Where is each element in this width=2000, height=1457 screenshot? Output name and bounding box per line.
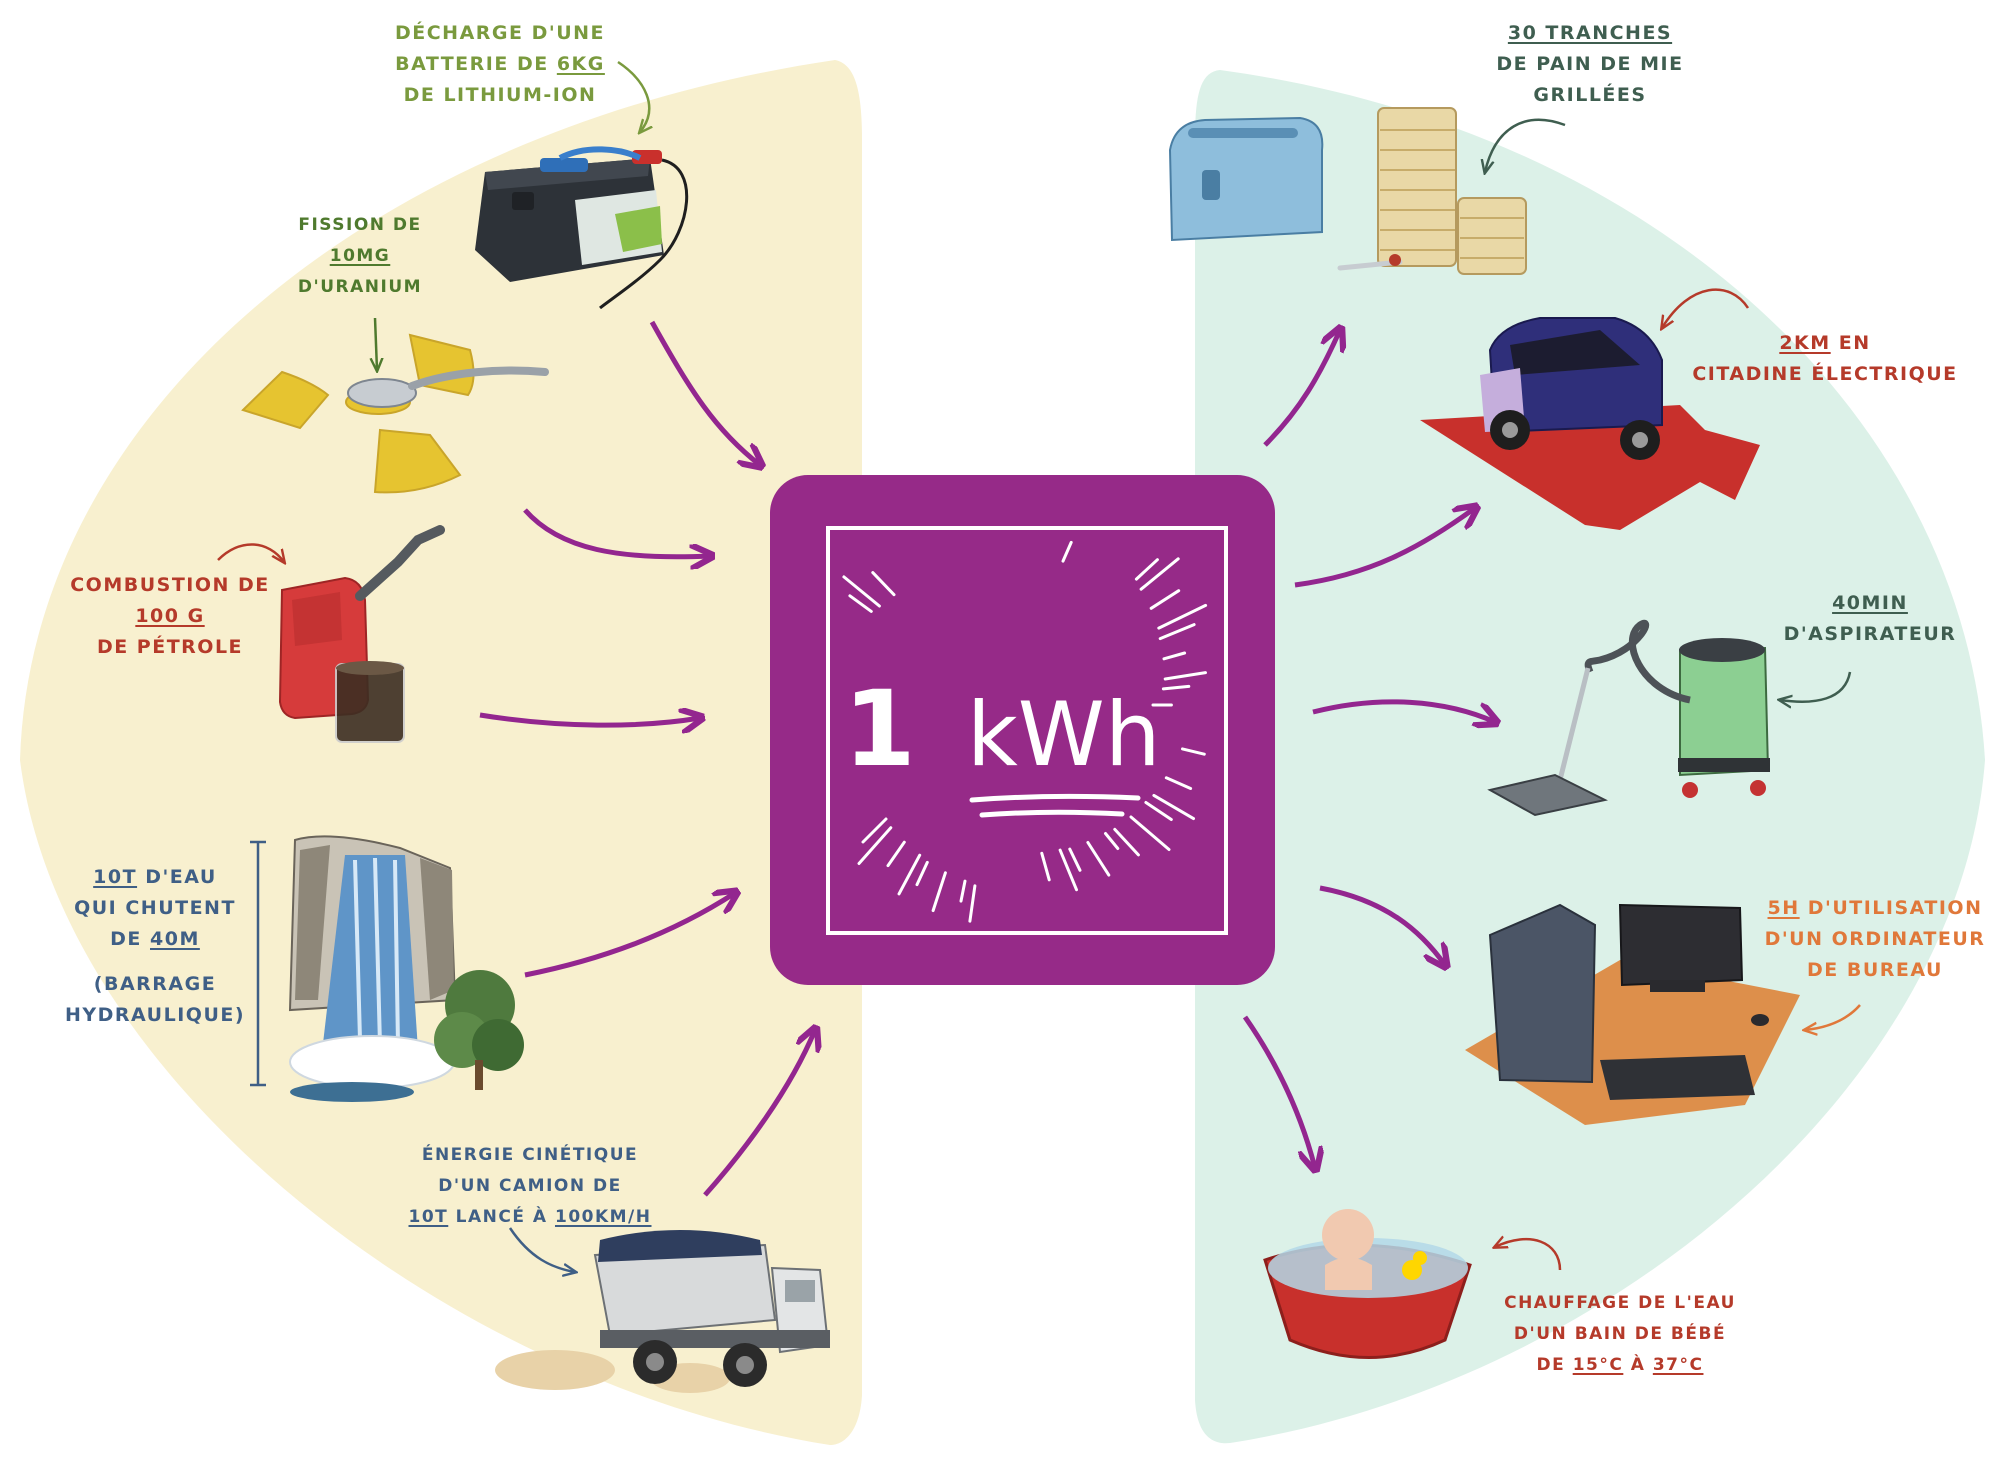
burst-ray <box>1139 557 1180 591</box>
pointer-computer <box>1805 1004 1861 1030</box>
pointer-toast <box>1485 118 1566 172</box>
label-computer: 5H d'utilisation d'un ordinateur de bure… <box>1764 897 1986 981</box>
uses-background <box>1195 70 1985 1444</box>
toaster-icon <box>1168 107 1527 275</box>
kwh-unit: kWh <box>967 683 1161 786</box>
waterfall-icon <box>288 835 524 1102</box>
burst-ray <box>1157 603 1208 630</box>
label-vacuum: 40min d'aspirateur <box>1783 592 1957 645</box>
kwh-value: 1 <box>843 668 915 790</box>
kwh-underline <box>969 793 1141 818</box>
burst-ray <box>1113 827 1140 857</box>
arrow-toast <box>1263 330 1340 447</box>
burst-ray <box>1086 841 1111 877</box>
pointer-bath <box>1495 1239 1562 1271</box>
burst-ray <box>842 575 881 608</box>
pointer-battery <box>617 60 649 132</box>
pointer-vacuum <box>1780 671 1852 702</box>
burst-ray <box>1104 832 1120 850</box>
sources-background <box>20 60 862 1445</box>
pointer-car <box>1662 288 1750 328</box>
label-bath: Chauffage de l'eau d'un bain de bébé de … <box>1504 1293 1736 1375</box>
arrow-water <box>524 893 735 978</box>
uranium-spoon-icon <box>241 333 549 494</box>
pointer-petrol <box>217 543 284 562</box>
label-water: 10t d'eau qui chutent de 40m (barrage hy… <box>65 866 246 1026</box>
baby-bath-icon <box>1263 1209 1472 1359</box>
burst-ray <box>871 571 896 597</box>
arrow-petrol <box>479 715 700 725</box>
vacuum-icon <box>1487 619 1770 817</box>
label-truck: Énergie cinétique d'un camion de 10t lan… <box>408 1145 652 1227</box>
burst-ray <box>1161 684 1191 691</box>
burst-ray <box>1129 815 1171 851</box>
label-petrol: Combustion de 100 g de pétrole <box>70 574 270 658</box>
burst-ray <box>1149 589 1181 610</box>
burst-ray <box>959 879 967 903</box>
burst-ray <box>1068 847 1082 872</box>
burst-ray <box>968 884 977 923</box>
label-battery: Décharge d'une batterie de 6kg de lithiu… <box>394 22 606 106</box>
arrow-truck <box>703 1030 815 1197</box>
arrow-battery <box>649 320 760 465</box>
burst-ray <box>857 826 893 865</box>
arrow-computer <box>1319 885 1445 965</box>
pointer-truck <box>508 1227 575 1272</box>
burst-ray <box>1058 848 1078 892</box>
arrow-car <box>1294 508 1475 588</box>
burst-ray <box>861 817 888 844</box>
arrow-vacuum <box>1312 699 1495 722</box>
burst-ray <box>1152 793 1195 821</box>
burst-ray <box>1164 776 1193 790</box>
center-kwh-text: 1 kWh <box>843 668 1160 790</box>
burst-ray <box>1134 558 1159 581</box>
truck-icon <box>495 1230 830 1393</box>
center-kwh-box <box>770 475 1275 985</box>
burst-ray <box>1162 651 1187 661</box>
burst-ray <box>1061 540 1073 563</box>
label-uranium: Fission de 10mg d'uranium <box>297 215 423 297</box>
burst-ray <box>1163 671 1207 681</box>
burst-ray <box>897 853 922 896</box>
arrow-bath <box>1242 1015 1315 1168</box>
jerrycan-icon <box>278 525 445 743</box>
pointer-water-range <box>250 840 266 1087</box>
arrow-uranium <box>523 508 710 557</box>
label-car: 2Km en citadine électrique <box>1692 332 1958 385</box>
battery-icon <box>475 146 689 310</box>
electric-car-icon <box>1420 317 1760 530</box>
label-toast: 30 tranches de pain de mie grillées <box>1496 22 1684 106</box>
pointer-uranium <box>375 317 377 370</box>
burst-ray <box>848 594 873 613</box>
burst-ray <box>1181 747 1206 756</box>
burst-ray <box>915 860 929 887</box>
burst-ray <box>1158 623 1196 641</box>
burst-ray <box>886 840 906 868</box>
burst-ray <box>1040 851 1051 882</box>
computer-icon <box>1465 903 1800 1125</box>
burst-rays <box>842 540 1208 923</box>
burst-ray <box>931 871 947 913</box>
burst-ray <box>1144 801 1173 821</box>
